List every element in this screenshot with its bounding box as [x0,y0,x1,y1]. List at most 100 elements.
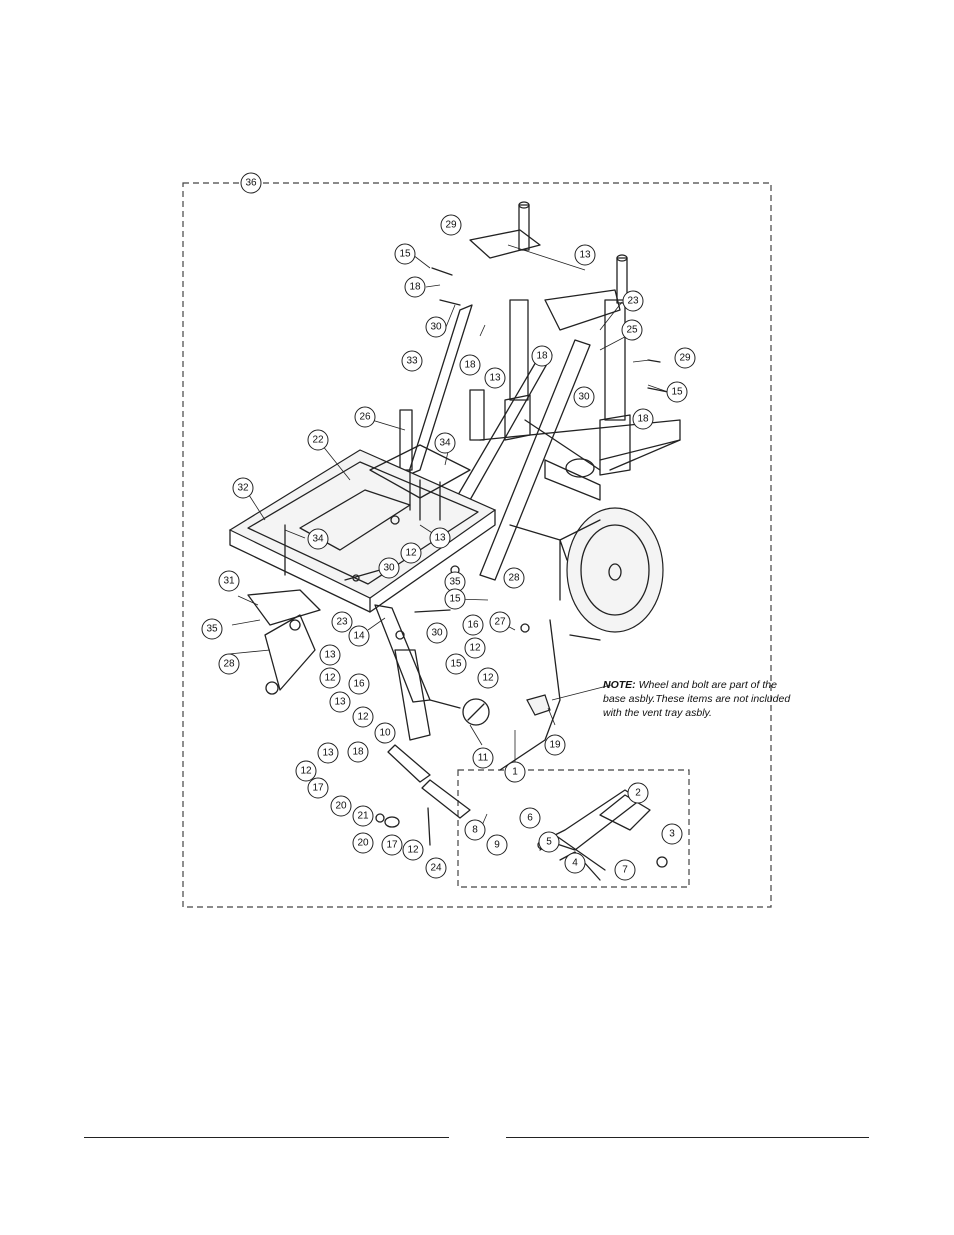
svg-text:13: 13 [579,250,591,261]
callout-8: 8 [464,819,486,841]
svg-text:23: 23 [336,617,348,628]
note-body: Wheel and bolt are part of the base asbl… [603,679,791,719]
callout-28: 28 [218,653,240,675]
svg-text:15: 15 [450,659,462,670]
svg-text:30: 30 [383,563,395,574]
assembly-boundary [182,182,772,908]
callout-12: 12 [402,839,424,861]
base-frame [479,419,681,541]
callout-30: 30 [425,316,447,338]
tray-bracket-left [247,589,321,695]
callout-11: 11 [472,747,494,769]
svg-text:22: 22 [312,435,324,446]
svg-text:4: 4 [572,858,578,869]
callout-4: 4 [564,852,586,874]
svg-text:16: 16 [467,620,479,631]
callout-36: 36 [240,172,262,194]
callout-22: 22 [307,429,329,451]
svg-text:10: 10 [379,728,391,739]
svg-text:32: 32 [237,483,249,494]
diagonal-strut [457,339,591,581]
svg-text:13: 13 [489,373,501,384]
callout-29: 29 [674,347,696,369]
svg-text:9: 9 [494,840,500,851]
callout-30: 30 [573,386,595,408]
upright-bar [399,304,485,476]
callout-21: 21 [352,805,374,827]
callout-16: 16 [348,673,370,695]
callout-2: 2 [627,782,649,804]
wheel [559,507,664,633]
svg-text:18: 18 [637,414,649,425]
callout-15: 15 [444,588,466,610]
callout-12: 12 [477,667,499,689]
callout-14: 14 [348,625,370,647]
svg-text:34: 34 [439,438,451,449]
callout-13: 13 [574,244,596,266]
callout-23: 23 [622,290,644,312]
svg-text:18: 18 [464,360,476,371]
svg-text:13: 13 [434,533,446,544]
callout-17: 17 [381,834,403,856]
svg-text:12: 12 [469,643,481,654]
svg-text:12: 12 [357,712,369,723]
svg-text:12: 12 [407,845,419,856]
callout-15: 15 [394,243,416,265]
svg-text:24: 24 [430,863,442,874]
callout-1: 1 [504,761,526,783]
callout-24: 24 [425,857,447,879]
svg-text:21: 21 [357,811,369,822]
callout-20: 20 [352,832,374,854]
svg-text:35: 35 [206,624,218,635]
svg-text:30: 30 [578,392,590,403]
svg-text:16: 16 [353,679,365,690]
svg-text:12: 12 [300,766,312,777]
svg-text:18: 18 [352,747,364,758]
svg-text:30: 30 [431,628,443,639]
svg-text:31: 31 [223,576,235,587]
svg-text:29: 29 [445,220,457,231]
callout-30: 30 [426,622,448,644]
svg-text:23: 23 [627,296,639,307]
callout-10: 10 [374,722,396,744]
svg-text:27: 27 [494,617,506,628]
callout-33: 33 [401,350,423,372]
callout-13: 13 [429,527,451,549]
svg-text:17: 17 [386,840,398,851]
callout-26: 26 [354,406,376,428]
callouts: 36 29 15 18 13 30 33 18 13 18 23 25 29 3… [201,172,696,881]
callout-3: 3 [661,823,683,845]
callout-18: 18 [531,345,553,367]
callout-13: 13 [319,644,341,666]
callout-35: 35 [201,618,223,640]
callout-19: 19 [544,734,566,756]
svg-text:12: 12 [482,673,494,684]
svg-text:35: 35 [449,577,461,588]
svg-text:34: 34 [312,534,324,545]
callout-12: 12 [319,667,341,689]
callout-5: 5 [538,831,560,853]
svg-text:28: 28 [223,659,235,670]
fasteners [284,267,669,850]
svg-text:6: 6 [527,813,533,824]
svg-text:30: 30 [430,322,442,333]
svg-text:13: 13 [324,650,336,661]
callout-15: 15 [666,381,688,403]
callout-13: 13 [484,367,506,389]
svg-text:28: 28 [508,573,520,584]
svg-text:18: 18 [536,351,548,362]
svg-text:26: 26 [359,412,371,423]
svg-text:2: 2 [635,788,641,799]
footer-rule-left [84,1137,449,1138]
callout-9: 9 [486,834,508,856]
svg-text:3: 3 [669,829,675,840]
footer-rule-right [506,1137,869,1138]
callout-16: 16 [462,614,484,636]
note-heading: NOTE: [603,679,636,691]
callout-12: 12 [352,706,374,728]
wheel-note: NOTE: Wheel and bolt are part of the bas… [603,678,793,720]
push-handle-left [469,201,541,441]
lower-linkage [374,604,561,828]
svg-text:13: 13 [334,697,346,708]
svg-text:36: 36 [245,178,257,189]
